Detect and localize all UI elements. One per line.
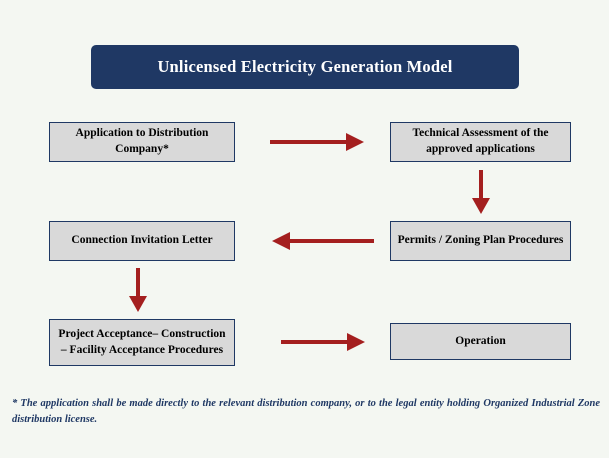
process-box-operation-label: Operation	[455, 334, 506, 347]
arrow-technical-to-permits	[472, 170, 490, 214]
process-box-permits-zoning-label: Permits / Zoning Plan Procedures	[397, 234, 564, 247]
arrow-project-to-operation	[281, 333, 365, 351]
process-box-technical-assessment-label: Technical Assessment of the approved app…	[412, 127, 549, 155]
arrow-connection-to-project	[129, 268, 147, 312]
process-box-application-label: Application to Distribution Company*	[75, 127, 209, 155]
footnote: * The application shall be made directly…	[12, 398, 600, 426]
process-box-project-acceptance-label: Project Acceptance– Construction – Facil…	[58, 327, 226, 356]
arrow-application-to-technical	[270, 133, 364, 151]
process-box-permits-zoning: Permits / Zoning Plan Procedures	[390, 221, 571, 261]
process-box-connection-invitation: Connection Invitation Letter	[49, 221, 235, 261]
page-title: Unlicensed Electricity Generation Model	[157, 57, 453, 76]
diagram-title-banner: Unlicensed Electricity Generation Model	[91, 45, 519, 89]
arrow-permits-to-connection	[272, 232, 374, 250]
process-box-technical-assessment: Technical Assessment of the approved app…	[390, 122, 571, 162]
process-box-project-acceptance: Project Acceptance– Construction – Facil…	[49, 319, 235, 366]
process-box-application: Application to Distribution Company*	[49, 122, 235, 162]
process-box-connection-invitation-label: Connection Invitation Letter	[71, 234, 213, 247]
process-box-operation: Operation	[390, 323, 571, 360]
